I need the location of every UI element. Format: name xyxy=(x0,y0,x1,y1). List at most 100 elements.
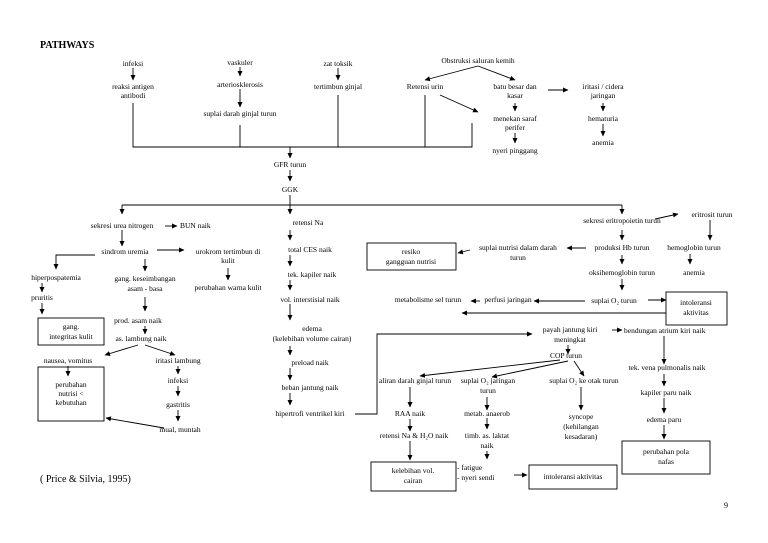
node-gang: gang. xyxy=(63,322,80,331)
node-sindrom-uremia: sindrom uremia xyxy=(101,247,149,256)
node-bendungan-atrium: bendungan atrium kiri naik xyxy=(624,326,706,335)
box-intoleransi-aktivitas-1 xyxy=(665,291,728,326)
node-metabolisme-sel: metabolisme sel turun xyxy=(395,295,461,304)
arrow xyxy=(457,249,471,255)
node-jaringan: jaringan xyxy=(590,91,616,100)
node-integritas-kulit: integritas kulit xyxy=(49,332,93,341)
arrow xyxy=(477,65,516,81)
node-as-lambung: as. lambung naik xyxy=(115,334,166,343)
arrow xyxy=(144,344,176,356)
node-retensi-na-h2o: retensi Na & H₂O naik xyxy=(380,431,449,440)
node-sekresi-eritropoietin: sekresi eritropoietin turun xyxy=(583,216,661,225)
node-mual-muntah: mual, muntah xyxy=(159,425,200,434)
node-preload: preload naik xyxy=(291,358,329,367)
node-metab-anaerob: metab. anaerob xyxy=(464,409,510,418)
node-perubahan: perubahan xyxy=(55,380,86,389)
node-timb-as-laktat: timb. as. laktat xyxy=(465,431,510,440)
node-suplai-nutrisi: suplai nutrisi dalam darah xyxy=(479,243,557,252)
node-kelebihan-vol: kelebihan vol. xyxy=(392,466,435,475)
node-pruritis: pruritis xyxy=(31,293,53,302)
node-anemia-top: anemia xyxy=(592,138,614,147)
page-number: 9 xyxy=(724,501,728,510)
node-intoleransi-aktivitas-2: intoleransi aktivitas xyxy=(544,472,603,481)
page-title: PATHWAYS xyxy=(40,40,95,51)
node-laktat-naik: naik xyxy=(481,441,494,450)
node-perubahan-warna-kulit: perubahan warna kulit xyxy=(194,283,262,292)
node-suplai-o2-jaringan-turun: turun xyxy=(480,386,496,395)
node-nyeri-pinggang: nyeri pinggang xyxy=(492,146,537,155)
node-cop-turun: COP turun xyxy=(550,351,582,360)
node-nausea-vomitus: nausea, vomitus xyxy=(44,356,92,365)
node-raa-naik: RAA naik xyxy=(395,409,425,418)
node-suplai-o2-otak: suplai O₂ ke otak turun xyxy=(549,376,619,385)
node-nyeri-sendi: - nyeri sendi xyxy=(457,473,495,482)
node-iritasi-cidera: iritasi / cidera xyxy=(582,82,624,91)
node-urokrom: urokrom tertimbun di xyxy=(196,247,261,256)
box-perubahan-pola-nafas xyxy=(621,440,711,475)
node-tertimbun-ginjal: tertimbun ginjal xyxy=(314,82,362,91)
merge-line xyxy=(132,103,473,148)
node-gfr-turun: GFR turun xyxy=(274,160,307,169)
node-intoleransi: intoleransi xyxy=(680,298,712,307)
node-edema: edema xyxy=(302,324,322,333)
arrow xyxy=(439,94,479,113)
node-infeksi: infeksi xyxy=(123,59,143,68)
node-zat-toksik: zat toksik xyxy=(324,59,353,68)
arrow xyxy=(104,344,139,356)
node-suplai-darah-ginjal: suplai darah ginjal turun xyxy=(203,109,276,118)
box-resiko-gangguan-nutrisi xyxy=(366,242,457,271)
node-retensi-na: retensi Na xyxy=(293,218,324,227)
box-kelebihan-volume-cairan xyxy=(370,461,457,492)
node-gastritis: gastritis xyxy=(166,400,190,409)
node-sekresi-urea: sekresi urea nitrogen xyxy=(91,221,154,230)
node-aliran-darah-ginjal: aliran darah ginjal turun xyxy=(379,376,452,385)
node-suplai-o2: suplai O₂ turun xyxy=(591,296,637,305)
node-iritasi-lambung: iritasi lambung xyxy=(155,356,200,365)
node-kasar: kasar xyxy=(507,91,523,100)
node-kehilangan: (kehilangan xyxy=(563,422,599,431)
node-reaksi-antigen: reaksi antigen xyxy=(112,82,154,91)
arrow xyxy=(424,65,479,82)
node-perifer: perifer xyxy=(505,123,525,132)
node-beban-jantung: beban jantung naik xyxy=(281,383,338,392)
node-tek-kapiler: tek. kapiler naik xyxy=(288,270,337,279)
node-kesadaran: kesadaran) xyxy=(565,432,598,441)
node-kapiler-paru: kapiler paru naik xyxy=(641,388,692,397)
node-syncope: syncope xyxy=(569,412,594,421)
node-payah-jantung: payah jantung kiri xyxy=(543,325,598,334)
node-total-ces: total CES naik xyxy=(288,245,332,254)
box-perubahan-nutrisi xyxy=(37,366,105,422)
node-hipertrofi: hipertrofi ventrikel kiri xyxy=(275,409,344,418)
arrow xyxy=(491,360,569,379)
node-fatigue: - fatigue xyxy=(457,463,483,472)
node-vaskuler: vaskuler xyxy=(227,58,253,67)
node-oksihemoglobin: oksihemoglobin turun xyxy=(589,268,655,277)
node-hemoglobin-turun: hemoglobin turun xyxy=(667,243,721,252)
arrow xyxy=(105,416,165,429)
node-tek-vena-pulmonalis: tek. vena pulmonalis naik xyxy=(628,363,705,372)
node-eritrosit-turun: eritrosit turun xyxy=(691,210,732,219)
node-kebutuhan: kebutuhan xyxy=(55,398,86,407)
node-nafas: nafas xyxy=(658,457,674,466)
node-labels: infeksi reaksi antigen antibodi vaskuler… xyxy=(31,56,733,485)
node-suplai-o2-jaringan: suplai O₂ jaringan xyxy=(461,376,516,385)
node-vol-interstisial: vol. interstisial naik xyxy=(280,295,340,304)
node-perfusi-jaringan: perfusi jaringan xyxy=(484,295,532,304)
node-gangguan-nutrisi: gangguan nutrisi xyxy=(386,257,436,266)
box-intoleransi-aktivitas-2 xyxy=(528,464,618,490)
node-arteriosklerosis: arteriosklerosis xyxy=(217,80,263,89)
node-urokrom-kulit: kulit xyxy=(221,256,236,265)
node-infeksi-2: infeksi xyxy=(168,376,188,385)
node-anemia-right: anemia xyxy=(683,268,705,277)
node-hiperpospatemia: hiperpospatemia xyxy=(31,273,81,282)
node-perubahan-pola: perubahan pola xyxy=(643,447,690,456)
node-produksi-hb: produksi Hb turun xyxy=(595,243,650,252)
node-prod-asam: prod. asam naik xyxy=(114,316,162,325)
citation: ( Price & Silvia, 1995) xyxy=(40,474,131,485)
node-cairan: cairan xyxy=(404,476,423,485)
node-asam-basa: asam - basa xyxy=(128,284,164,293)
node-kelebihan-volume: (kelebihan volume cairan) xyxy=(273,334,352,343)
node-gang-keseimbangan: gang. keseimbangan xyxy=(114,274,175,283)
arrow xyxy=(573,360,585,377)
